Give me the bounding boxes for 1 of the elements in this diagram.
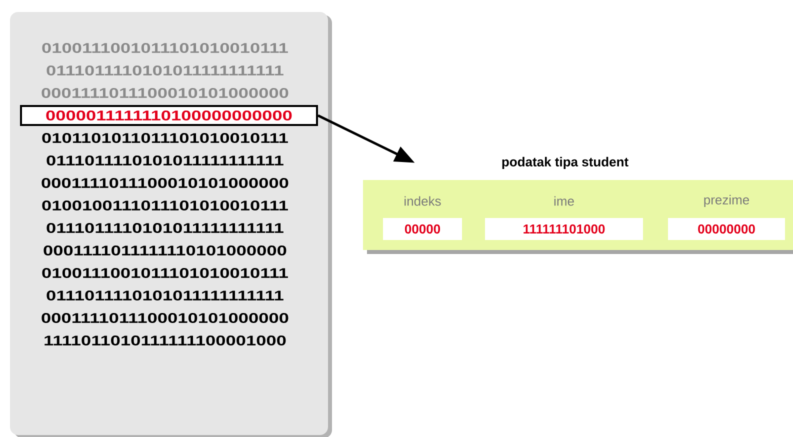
record-title: podatak tipa student <box>502 156 628 170</box>
